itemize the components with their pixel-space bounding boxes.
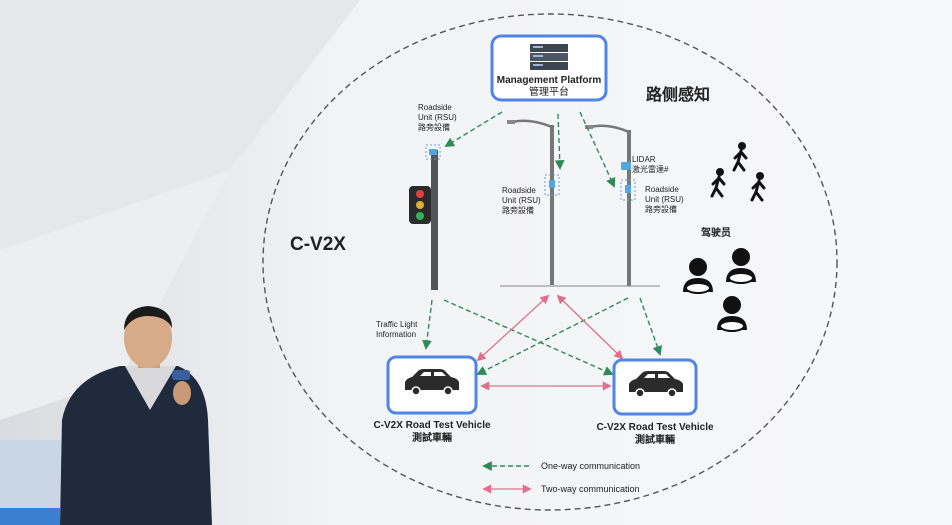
drivers-label: 驾驶员 (700, 226, 731, 239)
vehicle-1: C-V2X Road Test Vehicle 測試車輛 (373, 355, 491, 444)
microphone-icon (172, 370, 190, 380)
background-shape (0, 0, 360, 250)
rsu-label-3: Roadside Unit (RSU) 路旁設備 (645, 185, 684, 214)
vehicle-2: C-V2X Road Test Vehicle 測試車輛 (596, 358, 714, 446)
driver-icon (726, 248, 756, 284)
svg-text:Unit (RSU): Unit (RSU) (418, 113, 457, 122)
svg-text:Roadside: Roadside (418, 103, 452, 112)
vehicle-title-zh: 測試車輛 (412, 431, 452, 444)
svg-text:路旁設備: 路旁設備 (502, 205, 534, 215)
lidar-icon (580, 124, 660, 287)
pedestrian-icon (732, 142, 748, 172)
svg-text:Traffic Light: Traffic Light (376, 320, 418, 329)
legend-two-way-label: Two-way communication (541, 484, 640, 494)
presenter-head (124, 308, 172, 368)
server-icon (530, 44, 568, 70)
one-way-arrow (579, 111, 616, 188)
rsu-label-1: Roadside Unit (RSU) 路旁設備 (418, 103, 457, 132)
svg-text:Unit (RSU): Unit (RSU) (645, 195, 684, 204)
traffic-light-icon (409, 144, 441, 290)
driver-icon (717, 296, 747, 332)
pedestrian-icon (710, 168, 726, 198)
vehicle-title-en: C-V2X Road Test Vehicle (596, 422, 714, 433)
presenter (0, 306, 212, 525)
coverage-circle (262, 13, 838, 511)
svg-text:Roadside: Roadside (645, 185, 679, 194)
management-platform: Management Platform 管理平台 (490, 34, 608, 102)
car-icon (405, 369, 459, 396)
legend-one-way-label: One-way communication (541, 461, 640, 471)
one-way-arrow (422, 299, 433, 350)
vehicle-title-zh: 測試車輛 (635, 433, 675, 446)
svg-text:激光雷達#: 激光雷達# (632, 164, 669, 174)
one-way-arrow (444, 111, 503, 148)
background-shape (0, 170, 230, 420)
roadside-sensing-label: 路侧感知 (646, 85, 710, 104)
svg-text:路旁設備: 路旁設備 (418, 122, 450, 132)
svg-text:Information: Information (376, 330, 416, 339)
svg-text:LIDAR: LIDAR (632, 155, 656, 164)
svg-text:路旁設備: 路旁設備 (645, 204, 677, 214)
lidar-label: LIDAR 激光雷達# (632, 155, 669, 174)
two-way-arrow (476, 294, 550, 362)
c-v2x-label: C-V2X (290, 234, 346, 255)
rsu-label-2: Roadside Unit (RSU) 路旁設備 (502, 186, 541, 215)
svg-text:Unit (RSU): Unit (RSU) (502, 196, 541, 205)
two-way-arrow (556, 294, 624, 360)
vehicle-title-en: C-V2X Road Test Vehicle (373, 420, 491, 431)
platform-title-en: Management Platform (497, 75, 602, 86)
one-way-arrow (554, 113, 565, 170)
traffic-light-info-label: Traffic Light Information (376, 320, 418, 339)
one-way-arrow (639, 297, 662, 356)
presenter-body (60, 366, 212, 525)
car-icon (629, 371, 683, 398)
driver-icon (683, 258, 713, 294)
platform-title-zh: 管理平台 (529, 85, 569, 98)
legend: One-way communication Two-way communicat… (482, 461, 640, 494)
svg-text:Roadside: Roadside (502, 186, 536, 195)
pedestrian-icon (750, 172, 766, 202)
